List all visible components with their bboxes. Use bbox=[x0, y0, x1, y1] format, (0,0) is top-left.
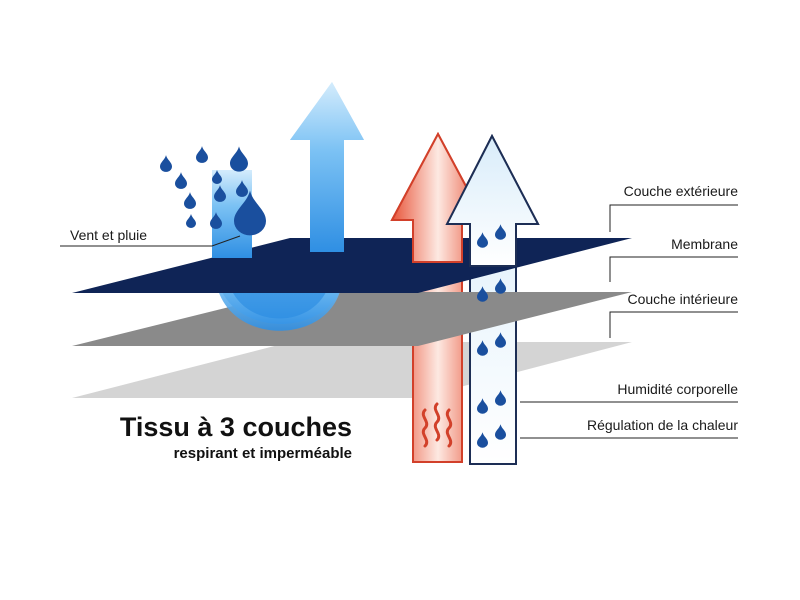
label-membrane: Membrane bbox=[671, 236, 738, 252]
label-inner-layer: Couche intérieure bbox=[627, 291, 738, 307]
heat-wave-icon bbox=[421, 402, 453, 448]
diagram-subtitle: respirant et imperméable bbox=[174, 445, 352, 462]
label-wind-rain: Vent et pluie bbox=[70, 227, 147, 243]
label-outer-layer: Couche extérieure bbox=[624, 183, 739, 199]
membrane-sheet bbox=[72, 292, 632, 346]
moisture-arrow-top bbox=[445, 133, 540, 267]
leader-lines bbox=[60, 204, 738, 439]
inner-layer-sheet bbox=[72, 342, 632, 398]
label-heat-regulation: Régulation de la chaleur bbox=[587, 417, 738, 433]
diagram-title: Tissu à 3 couches bbox=[120, 412, 352, 442]
rain-arrow-top bbox=[290, 82, 364, 252]
label-body-moisture: Humidité corporelle bbox=[617, 381, 738, 397]
heat-arrow-top bbox=[390, 131, 486, 263]
